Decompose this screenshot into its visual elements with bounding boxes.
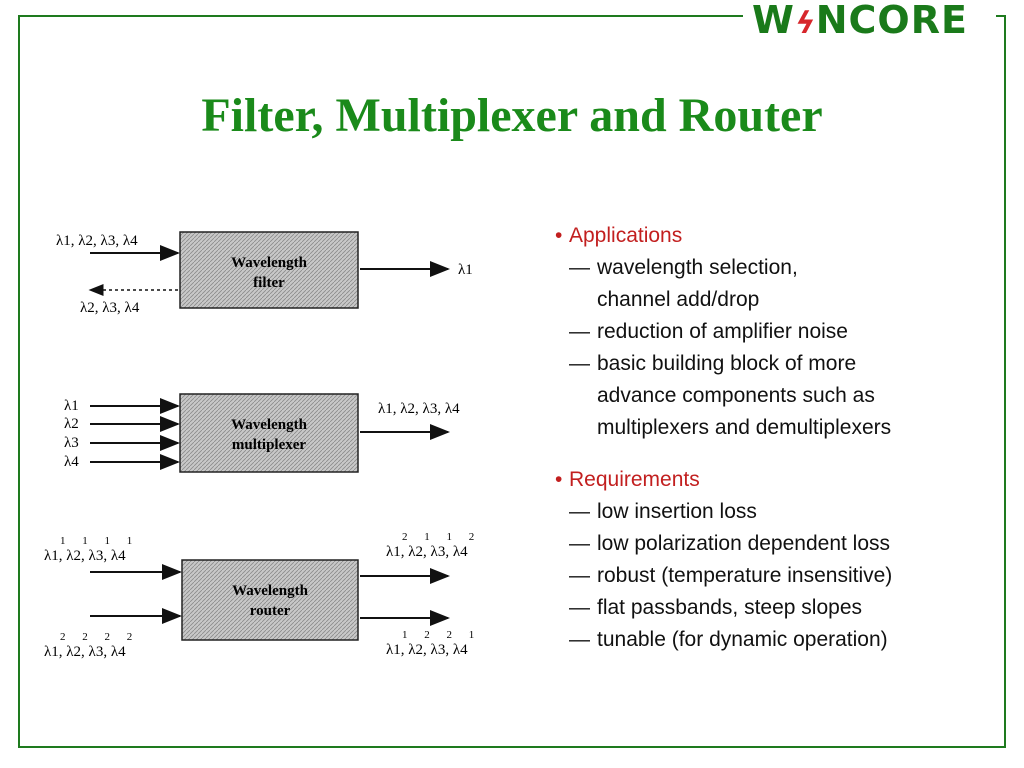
multiplexer-input-label-3: λ3 [64,435,79,451]
applications-heading-text: Applications [569,224,683,247]
dash-icon: — [569,532,590,555]
router-input-bottom-sup: 2 2 2 2 [60,631,132,643]
requirements-heading: • Requirements [555,464,995,496]
multiplexer-input-label-4: λ4 [64,454,79,470]
wincore-logo: WϟNCORE [752,0,968,42]
section-spacer [555,444,995,464]
multiplexer-input-label-1: λ1 [64,398,79,414]
router-box [181,559,359,641]
logo-text-end: NCORE [815,0,968,42]
bullet-icon: • [555,224,563,247]
multiplexer-box-line2: multiplexer [232,437,306,453]
component-diagram: Wavelength filter λ1, λ2, λ3, λ4 λ1 λ2, … [44,231,474,660]
bullet-column: • Applications — wavelength selection, chan… [555,220,995,656]
router-box-line1: Wavelength [232,583,308,599]
filter-drop-label: λ2, λ3, λ4 [80,300,140,316]
dash-icon: — [569,256,590,279]
applications-item-1-cont-1: channel add/drop [555,284,995,316]
router-output-bottom-sup: 1 2 2 1 [402,629,474,641]
dash-icon: — [569,564,590,587]
frame-bottom-border [18,746,1006,748]
bullet-icon: • [555,468,563,491]
dash-icon: — [569,596,590,619]
frame-right-border [1004,15,1006,748]
dash-icon: — [569,320,590,343]
applications-item-3: — basic building block of more [555,348,995,380]
router-output-top-label: λ1, λ2, λ3, λ4 [386,544,468,560]
router-input-top-sup: 1 1 1 1 [60,535,132,547]
filter-block: Wavelength filter λ1, λ2, λ3, λ4 λ1 λ2, … [56,231,473,316]
applications-list: — wavelength selection, channel add/drop — r… [555,252,995,444]
router-output-bottom-label: λ1, λ2, λ3, λ4 [386,642,468,658]
applications-item-text: wavelength selection, [597,256,798,279]
requirements-item-2: — low polarization dependent loss [555,528,995,560]
requirements-item-text: flat passbands, steep slopes [597,596,863,619]
router-input-top-label: λ1, λ2, λ3, λ4 [44,548,126,564]
frame-top-border-right [996,15,1006,17]
filter-box-line2: filter [253,275,285,291]
router-box-line2: router [250,603,291,619]
applications-item-text: advance components such as [597,384,875,407]
dash-icon: — [569,352,590,375]
frame-left-border [18,15,20,748]
multiplexer-input-label-2: λ2 [64,416,79,432]
applications-item-text: multiplexers and demultiplexers [597,416,892,439]
requirements-list: — low insertion loss — low polarization dep… [555,496,995,656]
applications-item-text: basic building block of more [597,352,857,375]
router-input-bottom-label: λ1, λ2, λ3, λ4 [44,644,126,660]
multiplexer-box-line1: Wavelength [231,417,307,433]
requirements-heading-text: Requirements [569,468,700,491]
applications-item-2: — reduction of amplifier noise [555,316,995,348]
applications-heading: • Applications [555,220,995,252]
multiplexer-output-label: λ1, λ2, λ3, λ4 [378,401,460,417]
frame-top-border [18,15,743,17]
applications-item-text: channel add/drop [597,288,760,311]
filter-box-line1: Wavelength [231,255,307,271]
applications-item-3-cont-2: multiplexers and demultiplexers [555,412,995,444]
requirements-item-text: robust (temperature insensitive) [597,564,893,587]
slide-title: Filter, Multiplexer and Router [201,89,823,142]
requirements-item-1: — low insertion loss [555,496,995,528]
requirements-item-text: low polarization dependent loss [597,532,891,555]
multiplexer-box [179,393,359,473]
filter-box [179,231,359,309]
multiplexer-block: Wavelength multiplexer λ1 λ2 λ3 λ4 λ1, λ… [64,393,460,473]
applications-item-1: — wavelength selection, [555,252,995,284]
filter-input-label: λ1, λ2, λ3, λ4 [56,233,138,249]
router-block: Wavelength router λ1, λ2, λ3, λ4 1 1 1 1… [44,531,474,660]
requirements-item-text: tunable (for dynamic operation) [597,628,888,651]
requirements-item-text: low insertion loss [597,500,757,523]
filter-output-label: λ1 [458,262,473,278]
logo-text-start: W [752,0,795,42]
applications-item-3-cont-1: advance components such as [555,380,995,412]
router-output-top-sup: 2 1 1 2 [402,531,474,543]
requirements-item-3: — robust (temperature insensitive) [555,560,995,592]
requirements-item-5: — tunable (for dynamic operation) [555,624,995,656]
dash-icon: — [569,500,590,523]
requirements-item-4: — flat passbands, steep slopes [555,592,995,624]
dash-icon: — [569,628,590,651]
applications-item-text: reduction of amplifier noise [597,320,848,343]
